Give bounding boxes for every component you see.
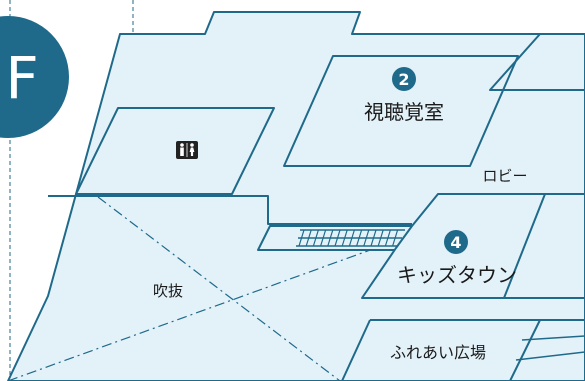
badge-audiovisual: 2 (392, 67, 416, 91)
restroom-icon (176, 141, 198, 159)
badge-kids-town-number: 4 (450, 233, 461, 252)
plaza-inner-line-2 (515, 351, 585, 361)
floor-letter: F (5, 44, 38, 112)
stair-step (320, 229, 327, 247)
stair-step (348, 229, 355, 247)
stair-step (334, 229, 341, 247)
stair-step (377, 229, 384, 247)
lobby-label: ロビー (482, 167, 527, 185)
stair-step (327, 229, 334, 247)
plaza-left-edge (341, 319, 371, 381)
badge-audiovisual-number: 2 (398, 70, 409, 89)
kids-town-label: キッズタウン (397, 263, 517, 287)
badge-kids-town: 4 (444, 230, 468, 254)
stairs (257, 225, 413, 251)
stair-step (341, 229, 348, 247)
stair-step (384, 229, 391, 247)
atrium-void-lines (7, 196, 421, 381)
stair-step (363, 229, 370, 247)
corridor-outline (48, 195, 412, 225)
kids-town-room[interactable] (361, 193, 585, 299)
kids-town-divider (503, 193, 546, 299)
plaza-label: ふれあい広場 (390, 343, 486, 362)
stair-step (298, 229, 305, 247)
stair-step (305, 229, 312, 247)
plaza-right-room (509, 319, 585, 381)
stair-step (392, 229, 399, 247)
floor-indicator: F (0, 16, 69, 138)
atrium-label: 吹抜 (153, 282, 183, 300)
right-room-top (489, 33, 585, 91)
audiovisual-room-label: 視聴覚室 (364, 100, 444, 124)
audiovisual-room[interactable] (283, 55, 519, 167)
plaza-inner-line (521, 335, 585, 341)
stair-step (356, 229, 363, 247)
restroom-room[interactable] (75, 107, 275, 195)
stair-step (370, 229, 377, 247)
stair-step (312, 229, 319, 247)
